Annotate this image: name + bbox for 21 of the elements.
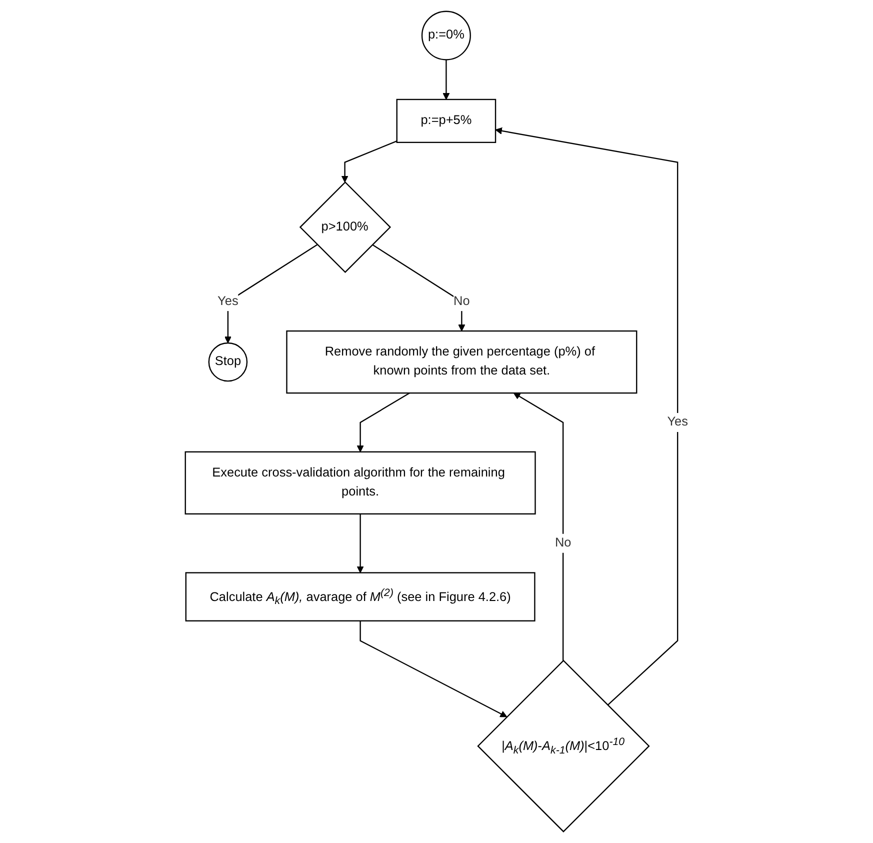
arrow bbox=[341, 140, 397, 182]
arrow bbox=[356, 514, 364, 574]
arrow bbox=[495, 127, 678, 706]
arrow bbox=[224, 244, 318, 344]
node-circle: Stop bbox=[208, 342, 248, 382]
node-box: Remove randomly the given percentage (p%) of known points from the data set. bbox=[286, 330, 638, 394]
node-diamond: |A$_{k}$(M)-A$_{k-1}$(M)|<10$^{-10}$ bbox=[476, 660, 650, 832]
edge-label: No bbox=[453, 294, 470, 308]
node-box: Execute cross-validation algorithm for the remaining points. bbox=[184, 451, 536, 515]
edge-label: Yes bbox=[667, 415, 688, 429]
arrow bbox=[372, 244, 466, 332]
node-box: p:=p+5% bbox=[396, 98, 496, 144]
arrow bbox=[513, 392, 564, 661]
node-circle: p:=0% bbox=[421, 10, 471, 60]
node-box: Calculate A$_{k}$(M), avarage of M$^{(2)}$ (see in Figure 4.2.6) bbox=[185, 572, 536, 622]
arrow bbox=[360, 620, 507, 718]
arrow bbox=[442, 60, 450, 100]
edge-label: No bbox=[554, 536, 572, 550]
edge-label: Yes bbox=[217, 294, 238, 308]
node-diamond: p>100% bbox=[299, 181, 391, 274]
arrow bbox=[356, 392, 410, 452]
